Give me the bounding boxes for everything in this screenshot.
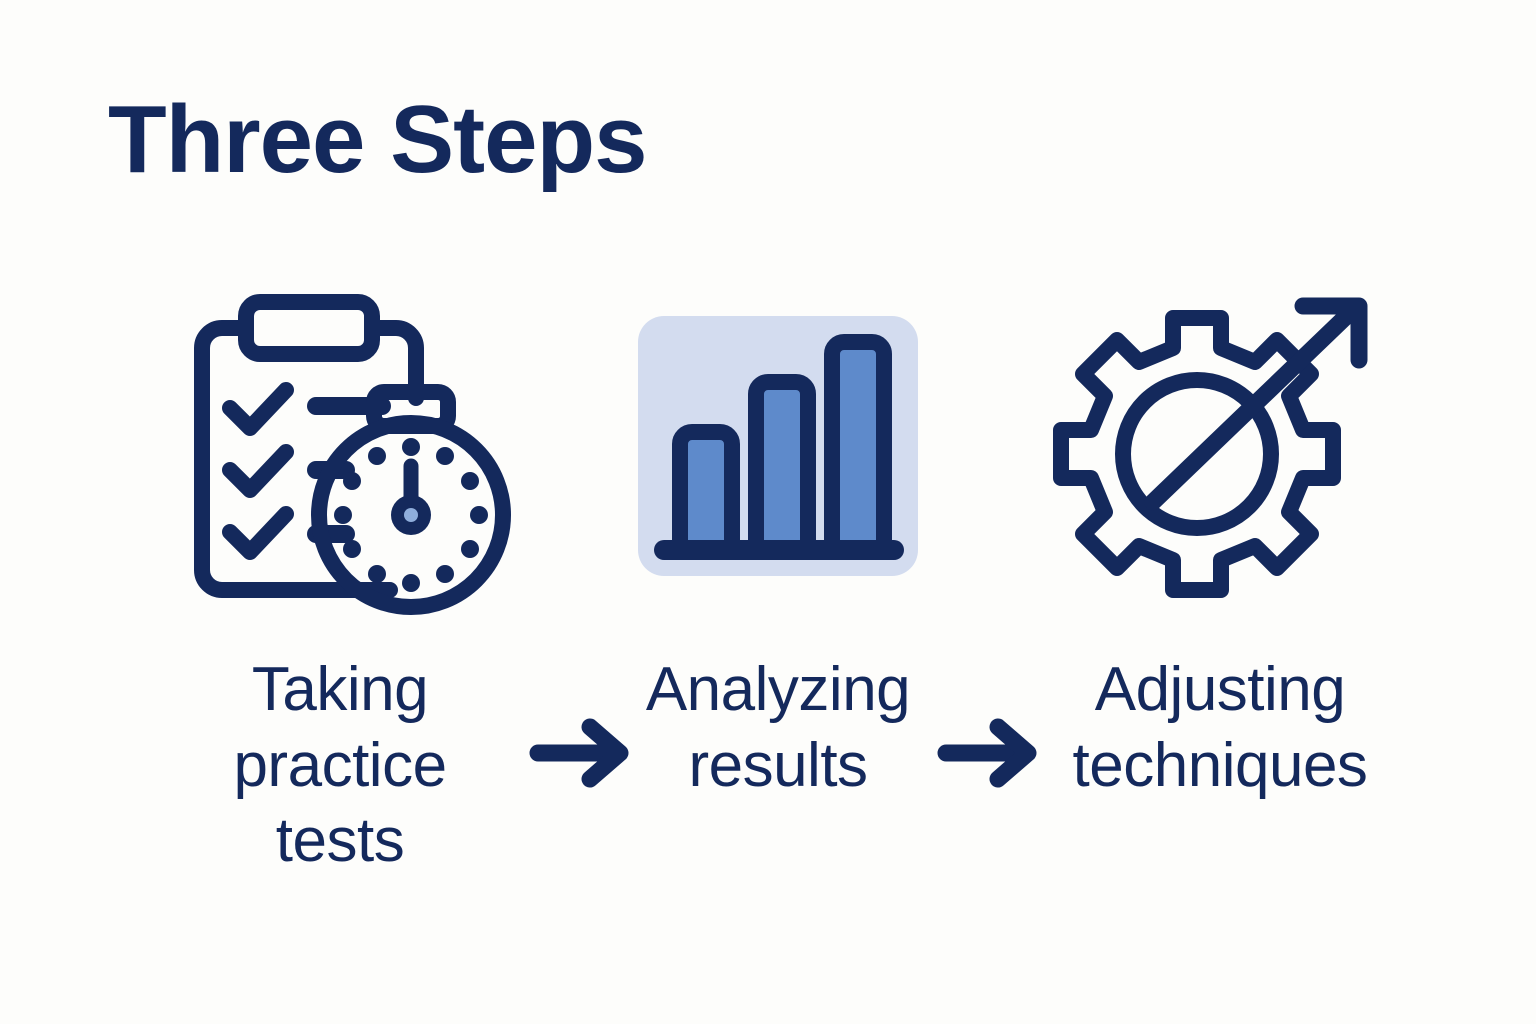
step-3-icon-box <box>1020 280 1420 610</box>
step-1-caption: Taking practice tests <box>140 652 540 879</box>
growth-arrow <box>1144 297 1368 511</box>
bar-chart-bars <box>672 334 892 558</box>
step-2-caption-line-1: Analyzing <box>645 655 911 724</box>
gear-arrow-icon <box>1053 297 1368 598</box>
clipboard-stopwatch-icon <box>194 294 511 615</box>
steps-row: Taking practice tests <box>0 280 1536 920</box>
step-analyzing-results: Analyzing results <box>578 280 978 920</box>
gear-inner-circle <box>1115 372 1279 536</box>
step-3-caption-line-1: Adjusting <box>1094 655 1346 724</box>
page-title: Three Steps <box>108 86 648 193</box>
step-1-icon-box <box>140 280 540 615</box>
step-adjusting-techniques: Adjusting techniques <box>1020 280 1420 920</box>
step-1-caption-line-1: Taking <box>251 655 429 724</box>
arrow-right-1 <box>529 713 642 793</box>
bar-chart-icon <box>638 316 918 576</box>
step-3-caption-line-2: techniques <box>1072 730 1368 800</box>
step-taking-practice-tests: Taking practice tests <box>140 280 540 920</box>
stopwatch-hand <box>391 458 431 535</box>
step-2-icon-box <box>578 280 978 610</box>
step-1-caption-line-3: tests <box>275 806 405 876</box>
step-3-caption: Adjusting techniques <box>1020 652 1420 803</box>
gear-outline <box>1053 310 1341 598</box>
step-2-caption-line-2: results <box>688 730 868 800</box>
arrow-right-2 <box>937 713 1050 793</box>
step-1-caption-line-2: practice <box>233 730 447 800</box>
step-2-caption: Analyzing results <box>578 652 978 803</box>
stopwatch-tick-dots <box>334 438 488 592</box>
